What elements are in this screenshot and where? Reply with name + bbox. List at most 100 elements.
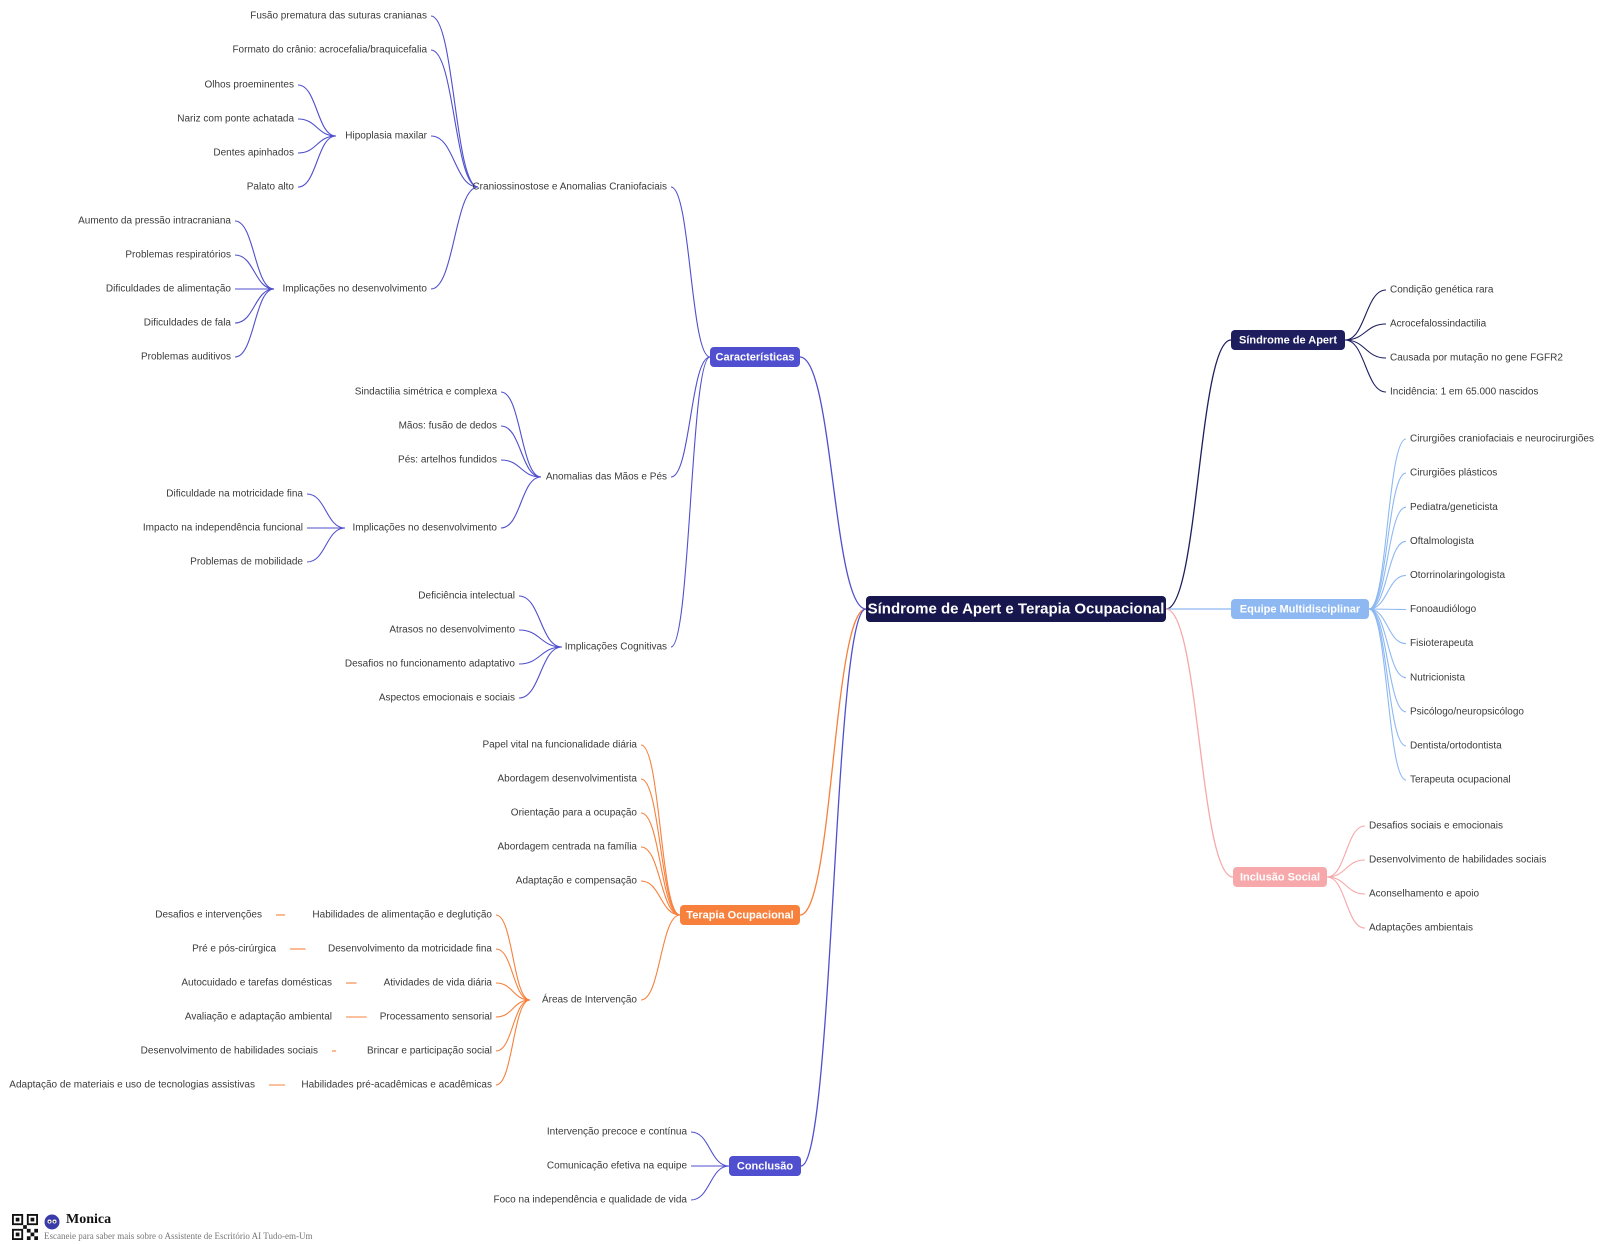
leaf-node[interactable]: Intervenção precoce e contínua [547, 1127, 688, 1138]
area-detail[interactable]: Autocuidado e tarefas domésticas [181, 978, 332, 989]
footer-brand[interactable]: Monica [66, 1212, 112, 1227]
leaf-node[interactable]: Orientação para a ocupação [511, 808, 638, 819]
leaf-node[interactable]: Aconselhamento e apoio [1369, 889, 1480, 900]
leaf-node[interactable]: Impacto na independência funcional [143, 523, 303, 534]
leaf-node[interactable]: Dificuldades de fala [144, 318, 232, 329]
branch-equipe-multidisciplinar[interactable]: Equipe Multidisciplinar [1231, 599, 1369, 619]
leaf-node[interactable]: Nariz com ponte achatada [177, 114, 294, 125]
monica-logo-icon [44, 1214, 60, 1230]
leaf-node[interactable]: Abordagem centrada na família [497, 842, 637, 853]
leaf-node[interactable]: Dentista/ortodontista [1410, 741, 1502, 752]
connector-line [306, 493, 346, 529]
leaf-node[interactable]: Abordagem desenvolvimentista [497, 774, 637, 785]
leaf-node[interactable]: Acrocefalossindactilia [1390, 319, 1487, 330]
leaf-node[interactable]: Incidência: 1 em 65.000 nascidos [1390, 387, 1538, 398]
leaf-node[interactable]: Cirurgiões craniofaciais e neurocirurgiõ… [1410, 434, 1594, 445]
area-detail[interactable]: Desenvolvimento de habilidades sociais [141, 1046, 318, 1057]
leaf-node[interactable]: Fusão prematura das suturas cranianas [250, 11, 427, 22]
leaf-node[interactable]: Problemas respiratórios [125, 250, 231, 261]
area-node[interactable]: Habilidades de alimentação e deglutição [312, 910, 492, 921]
branch-terapia-ocupacional-label: Terapia Ocupacional [686, 909, 793, 921]
leaf-node[interactable]: Terapeuta ocupacional [1410, 775, 1511, 786]
connector-line [234, 220, 275, 290]
area-node[interactable]: Processamento sensorial [380, 1012, 492, 1023]
qr-code-icon[interactable] [12, 1214, 38, 1240]
connector-line [518, 595, 563, 648]
connector-line [670, 356, 711, 648]
connector-line [1326, 876, 1366, 895]
area-node[interactable]: Brincar e participação social [367, 1046, 492, 1057]
root-node[interactable]: Síndrome de Apert e Terapia Ocupacional [866, 596, 1166, 622]
leaf-node[interactable]: Desafios no funcionamento adaptativo [345, 659, 516, 670]
leaf-node[interactable]: Desenvolvimento de habilidades sociais [1369, 855, 1546, 866]
leaf-node[interactable]: Fisioterapeuta [1410, 638, 1474, 649]
connector-line [1344, 339, 1387, 393]
connector-line [297, 135, 337, 188]
leaf-node[interactable]: Olhos proeminentes [205, 80, 295, 91]
leaf-node[interactable]: Foco na independência e qualidade de vid… [494, 1195, 688, 1206]
branch-craniossinostose[interactable]: Craniossinostose e Anomalias Craniofacia… [472, 182, 667, 193]
area-node[interactable]: Habilidades pré-acadêmicas e acadêmicas [301, 1080, 492, 1091]
connector-line [430, 135, 479, 188]
leaf-node[interactable]: Aumento da pressão intracraniana [78, 216, 231, 227]
leaf-node[interactable]: Desafios sociais e emocionais [1369, 821, 1503, 832]
leaf-node[interactable]: Adaptações ambientais [1369, 923, 1473, 934]
leaf-node[interactable]: Causada por mutação no gene FGFR2 [1390, 353, 1563, 364]
leaf-node[interactable]: Dificuldades de alimentação [106, 284, 232, 295]
connector-line [1326, 876, 1366, 929]
branch-sindrome-apert[interactable]: Síndrome de Apert [1231, 330, 1345, 350]
connector-line [1368, 608, 1407, 747]
leaf-node[interactable]: Oftalmologista [1410, 536, 1474, 547]
leaf-node[interactable]: Cirurgiões plásticos [1410, 468, 1497, 479]
branch-conclusao-label: Conclusão [737, 1160, 794, 1172]
area-detail[interactable]: Pré e pós-cirúrgica [192, 944, 276, 955]
branch-hipoplasia[interactable]: Hipoplasia maxilar [345, 131, 427, 142]
branch-conclusao[interactable]: Conclusão [729, 1156, 801, 1176]
leaf-node[interactable]: Problemas de mobilidade [190, 557, 303, 568]
leaf-node[interactable]: Psicólogo/neuropsicólogo [1410, 706, 1524, 717]
leaf-node[interactable]: Dentes apinhados [213, 148, 294, 159]
branch-areas-intervencao[interactable]: Áreas de Intervenção [542, 993, 637, 1006]
connector-line [1344, 323, 1387, 341]
connector-line [1165, 339, 1232, 610]
branch-implicacoes-cognitivas[interactable]: Implicações Cognitivas [565, 642, 667, 653]
area-detail[interactable]: Desafios e intervenções [155, 910, 262, 921]
leaf-node[interactable]: Problemas auditivos [141, 352, 231, 363]
leaf-node[interactable]: Deficiência intelectual [418, 591, 515, 602]
connector-line [297, 84, 337, 137]
leaf-node[interactable]: Nutricionista [1410, 672, 1465, 683]
branch-terapia-ocupacional[interactable]: Terapia Ocupacional [680, 905, 800, 925]
root-node-box [866, 596, 1166, 622]
area-node[interactable]: Desenvolvimento da motricidade fina [328, 944, 492, 955]
leaf-node[interactable]: Dificuldade na motricidade fina [166, 489, 303, 500]
branch-implicacoes-maos[interactable]: Implicações no desenvolvimento [352, 523, 497, 534]
leaf-node[interactable]: Condição genética rara [1390, 285, 1494, 296]
area-node[interactable]: Atividades de vida diária [384, 978, 493, 989]
connector-line [495, 999, 531, 1052]
leaf-node[interactable]: Comunicação efetiva na equipe [547, 1161, 688, 1172]
leaf-node[interactable]: Mãos: fusão de dedos [399, 421, 497, 432]
connector-line [297, 135, 337, 154]
leaf-node[interactable]: Sindactilia simétrica e complexa [355, 387, 498, 398]
leaf-node[interactable]: Adaptação e compensação [516, 876, 638, 887]
branch-caracteristicas[interactable]: Características [710, 347, 800, 367]
leaf-node[interactable]: Aspectos emocionais e sociais [379, 693, 515, 704]
branch-implicacoes-cranio[interactable]: Implicações no desenvolvimento [282, 284, 427, 295]
leaf-node[interactable]: Pediatra/geneticista [1410, 502, 1498, 513]
area-detail[interactable]: Adaptação de materiais e uso de tecnolog… [9, 1080, 255, 1091]
branch-inclusao-social[interactable]: Inclusão Social [1233, 867, 1327, 887]
branch-inclusao-social-box [1233, 867, 1327, 887]
leaf-node[interactable]: Palato alto [247, 182, 295, 193]
leaf-node[interactable]: Formato do crânio: acrocefalia/braquicef… [232, 45, 427, 56]
connector-line [1368, 506, 1407, 610]
branch-anomalias-maos[interactable]: Anomalias das Mãos e Pés [546, 472, 667, 483]
leaf-node[interactable]: Papel vital na funcionalidade diária [482, 740, 637, 751]
area-detail[interactable]: Avaliação e adaptação ambiental [185, 1012, 332, 1023]
leaf-node[interactable]: Pés: artelhos fundidos [398, 455, 497, 466]
leaf-node[interactable]: Atrasos no desenvolvimento [389, 625, 515, 636]
leaf-node[interactable]: Fonoaudiólogo [1410, 604, 1477, 615]
branch-equipe-multidisciplinar-label: Equipe Multidisciplinar [1240, 603, 1361, 615]
leaf-node[interactable]: Otorrinolaringologista [1410, 570, 1505, 581]
connector-line [297, 118, 337, 137]
